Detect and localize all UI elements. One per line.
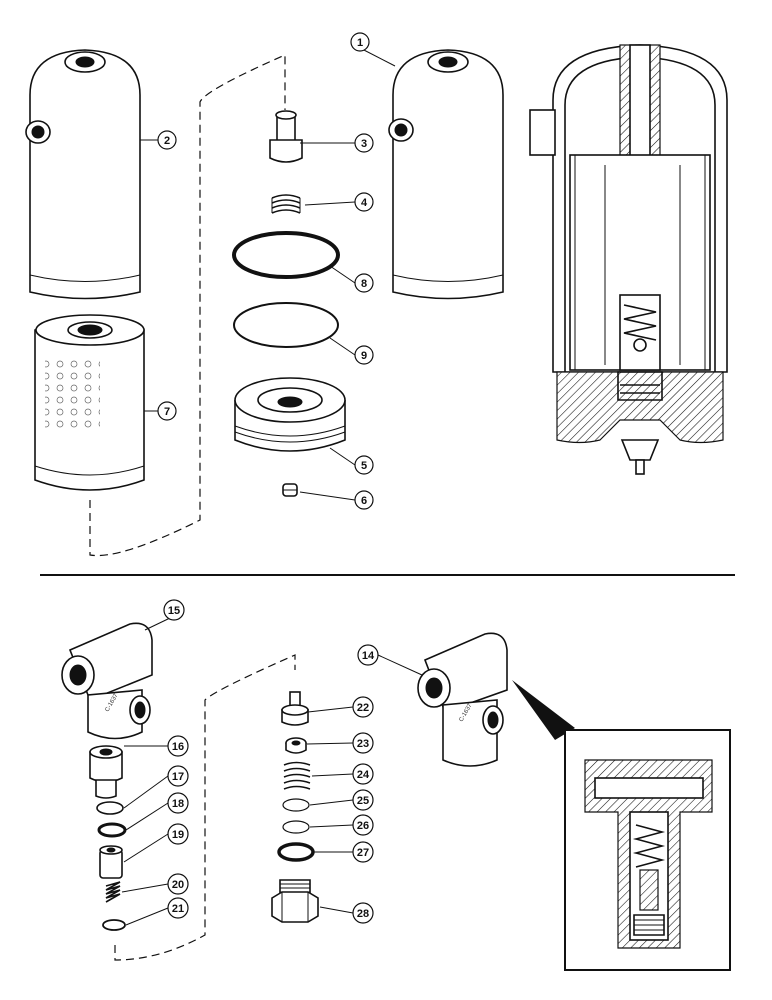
o-ring-27: [277, 842, 315, 862]
svg-text:8: 8: [361, 278, 367, 290]
poppet-22: [281, 691, 309, 726]
filter-cross-section: [529, 44, 728, 475]
disc-25: [282, 798, 310, 812]
assembly-guide-line-top: [89, 54, 286, 557]
o-ring-17: [96, 801, 124, 815]
callout-7: 7: [157, 401, 177, 421]
svg-text:24: 24: [357, 769, 370, 781]
spring-4: [271, 194, 301, 214]
callout-20: 20: [167, 873, 189, 895]
hex-plug-28: [271, 879, 319, 923]
plug-6: [282, 483, 298, 497]
svg-text:26: 26: [357, 820, 369, 832]
callout-25: 25: [352, 789, 374, 811]
callout-14: 14: [357, 644, 379, 666]
disc-26: [282, 820, 310, 834]
svg-text:5: 5: [361, 460, 367, 472]
o-ring-21: [102, 919, 126, 931]
filter-base-5: [234, 377, 346, 452]
spring-20: [105, 881, 121, 903]
svg-text:20: 20: [172, 879, 184, 891]
valve-seat-19: [99, 845, 123, 879]
svg-text:19: 19: [172, 829, 184, 841]
spring-24: [283, 761, 311, 790]
callout-leaders: [121, 47, 423, 926]
filter-housing-2: [25, 49, 141, 300]
callout-4: 4: [354, 192, 374, 212]
svg-text:16: 16: [172, 741, 184, 753]
callout-21: 21: [167, 897, 189, 919]
svg-text:1: 1: [357, 37, 363, 49]
callout-27: 27: [352, 841, 374, 863]
svg-text:4: 4: [361, 197, 368, 209]
o-ring-18: [97, 822, 127, 838]
callout-6: 6: [354, 490, 374, 510]
detail-pointer: [512, 680, 575, 740]
svg-text:6: 6: [361, 495, 367, 507]
washer-23: [285, 737, 307, 754]
tee-fitting-14: C-1637: [417, 632, 508, 767]
svg-text:27: 27: [357, 847, 369, 859]
gasket-9: [233, 302, 339, 348]
seal-ring-8: [232, 231, 340, 279]
callout-8: 8: [354, 273, 374, 293]
callout-23: 23: [352, 732, 374, 754]
assembly-guide-line-bottom: [114, 654, 296, 961]
callout-9: 9: [354, 345, 374, 365]
svg-text:21: 21: [172, 903, 184, 915]
svg-text:15: 15: [168, 605, 180, 617]
callout-2: 2: [157, 130, 177, 150]
svg-text:28: 28: [357, 908, 369, 920]
svg-text:2: 2: [164, 135, 170, 147]
svg-text:9: 9: [361, 350, 367, 362]
valve-body-16: [89, 745, 123, 799]
callout-16: 16: [167, 735, 189, 757]
callout-1: 1: [350, 32, 370, 52]
svg-text:17: 17: [172, 771, 184, 783]
callout-22: 22: [352, 696, 374, 718]
svg-text:7: 7: [164, 406, 170, 418]
svg-text:14: 14: [362, 650, 375, 662]
callout-28: 28: [352, 902, 374, 924]
callout-26: 26: [352, 814, 374, 836]
callout-5: 5: [354, 455, 374, 475]
svg-text:23: 23: [357, 738, 369, 750]
svg-text:3: 3: [361, 138, 367, 150]
callout-24: 24: [352, 763, 374, 785]
callout-15: 15: [163, 599, 185, 621]
filter-housing-1: [388, 49, 504, 300]
callout-19: 19: [167, 823, 189, 845]
callout-3: 3: [354, 133, 374, 153]
svg-text:18: 18: [172, 798, 184, 810]
tee-fitting-15: C-1637: [61, 622, 153, 740]
callout-18: 18: [167, 792, 189, 814]
svg-text:22: 22: [357, 702, 369, 714]
filter-element-7: [34, 314, 145, 491]
tee-cross-section-inset: [564, 729, 731, 971]
svg-text:25: 25: [357, 795, 369, 807]
callout-17: 17: [167, 765, 189, 787]
center-tube-3: [269, 110, 303, 163]
